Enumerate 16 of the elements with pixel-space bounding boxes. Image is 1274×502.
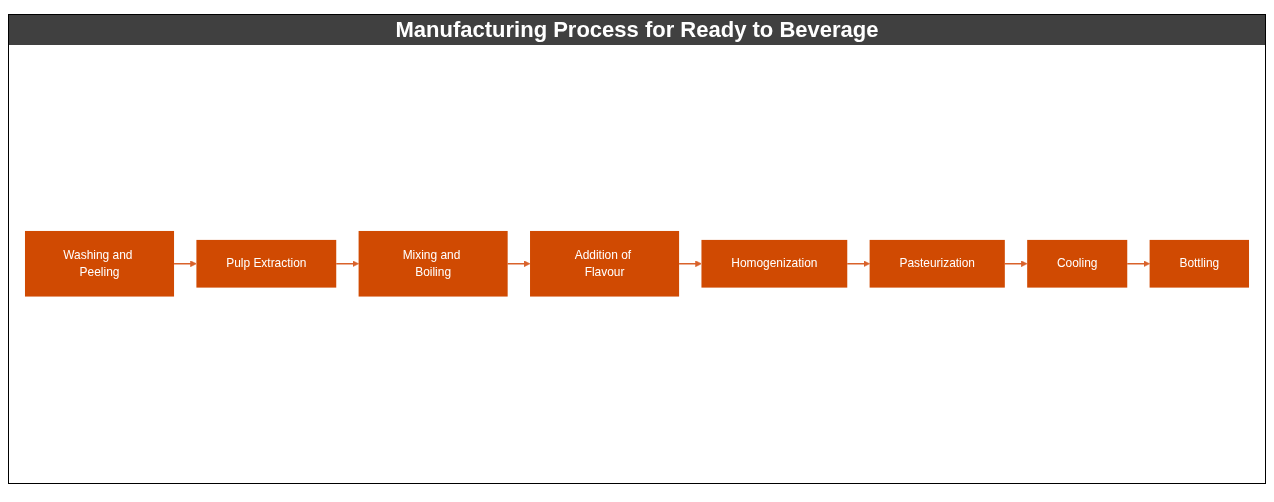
node-box: Washing and Peeling [24, 231, 175, 297]
arrow [506, 260, 531, 268]
node-box: Pulp Extraction [196, 240, 337, 288]
node-box: Bottling [1149, 240, 1250, 288]
arrow [846, 260, 870, 268]
arrow [335, 260, 359, 268]
arrow [173, 260, 197, 268]
title-bar: Manufacturing Process for Ready to Beverage [9, 15, 1265, 45]
node-box: Pasteurization [869, 240, 1005, 288]
arrow [1004, 260, 1028, 268]
arrow [678, 260, 702, 268]
node-box: Homogenization [701, 240, 848, 288]
node-box: Mixing and Boiling [358, 231, 508, 297]
node-box: Cooling [1027, 240, 1128, 288]
arrow [1126, 260, 1150, 268]
node-box: Addition of Flavour [530, 231, 680, 297]
